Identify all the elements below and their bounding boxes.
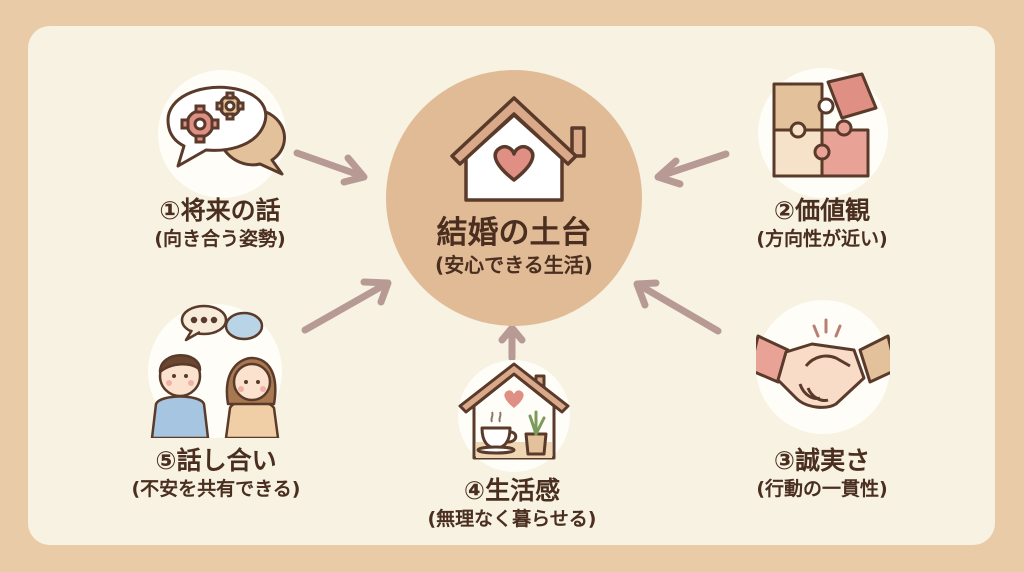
speech-bubbles-gears-icon — [166, 85, 286, 176]
future-subtitle: (向き合う姿勢) — [154, 228, 286, 250]
values-label: ②価値観 (方向性が近い) — [722, 196, 922, 252]
arrow-sincerity-to-center — [633, 279, 722, 335]
talk-label: ⑤話し合い (不安を共有できる) — [116, 446, 316, 502]
arrow-lifestyle-to-center — [498, 324, 526, 362]
center-title: 結婚の土台 — [436, 215, 592, 251]
sincerity-label: ③誠実さ (行動の一貫性) — [722, 446, 922, 502]
future-title: ①将来の話 — [159, 196, 281, 225]
arrow-values-to-center — [654, 150, 730, 188]
lifestyle-subtitle: (無理なく暮らせる) — [427, 508, 597, 530]
future-icon-circle — [158, 70, 286, 198]
future-label: ①将来の話 (向き合う姿勢) — [120, 196, 320, 252]
lifestyle-label: ④生活感 (無理なく暮らせる) — [412, 476, 612, 532]
sincerity-title: ③誠実さ — [773, 446, 871, 475]
house-heart-icon — [450, 96, 586, 202]
cozy-house-icon — [458, 362, 570, 460]
values-title: ②価値観 — [773, 196, 871, 225]
lifestyle-title: ④生活感 — [463, 476, 561, 505]
talk-icon-circle — [148, 304, 282, 438]
values-icon-circle — [758, 68, 888, 198]
lifestyle-icon-circle — [458, 360, 570, 472]
values-subtitle: (方向性が近い) — [756, 228, 888, 250]
arrow-talk-to-center — [301, 278, 392, 334]
sincerity-icon-circle — [756, 300, 890, 434]
center-subtitle: (安心できる生活) — [435, 253, 593, 277]
talk-subtitle: (不安を共有できる) — [131, 478, 301, 500]
sincerity-subtitle: (行動の一貫性) — [756, 478, 888, 500]
talk-title: ⑤話し合い — [155, 446, 277, 475]
center-circle — [386, 70, 642, 326]
center-label: 結婚の土台 (安心できる生活) — [386, 214, 642, 278]
arrow-future-to-center — [293, 149, 368, 186]
couple-talking-icon — [150, 304, 280, 438]
puzzle-pieces-icon — [772, 72, 878, 178]
handshake-icon — [756, 318, 890, 409]
